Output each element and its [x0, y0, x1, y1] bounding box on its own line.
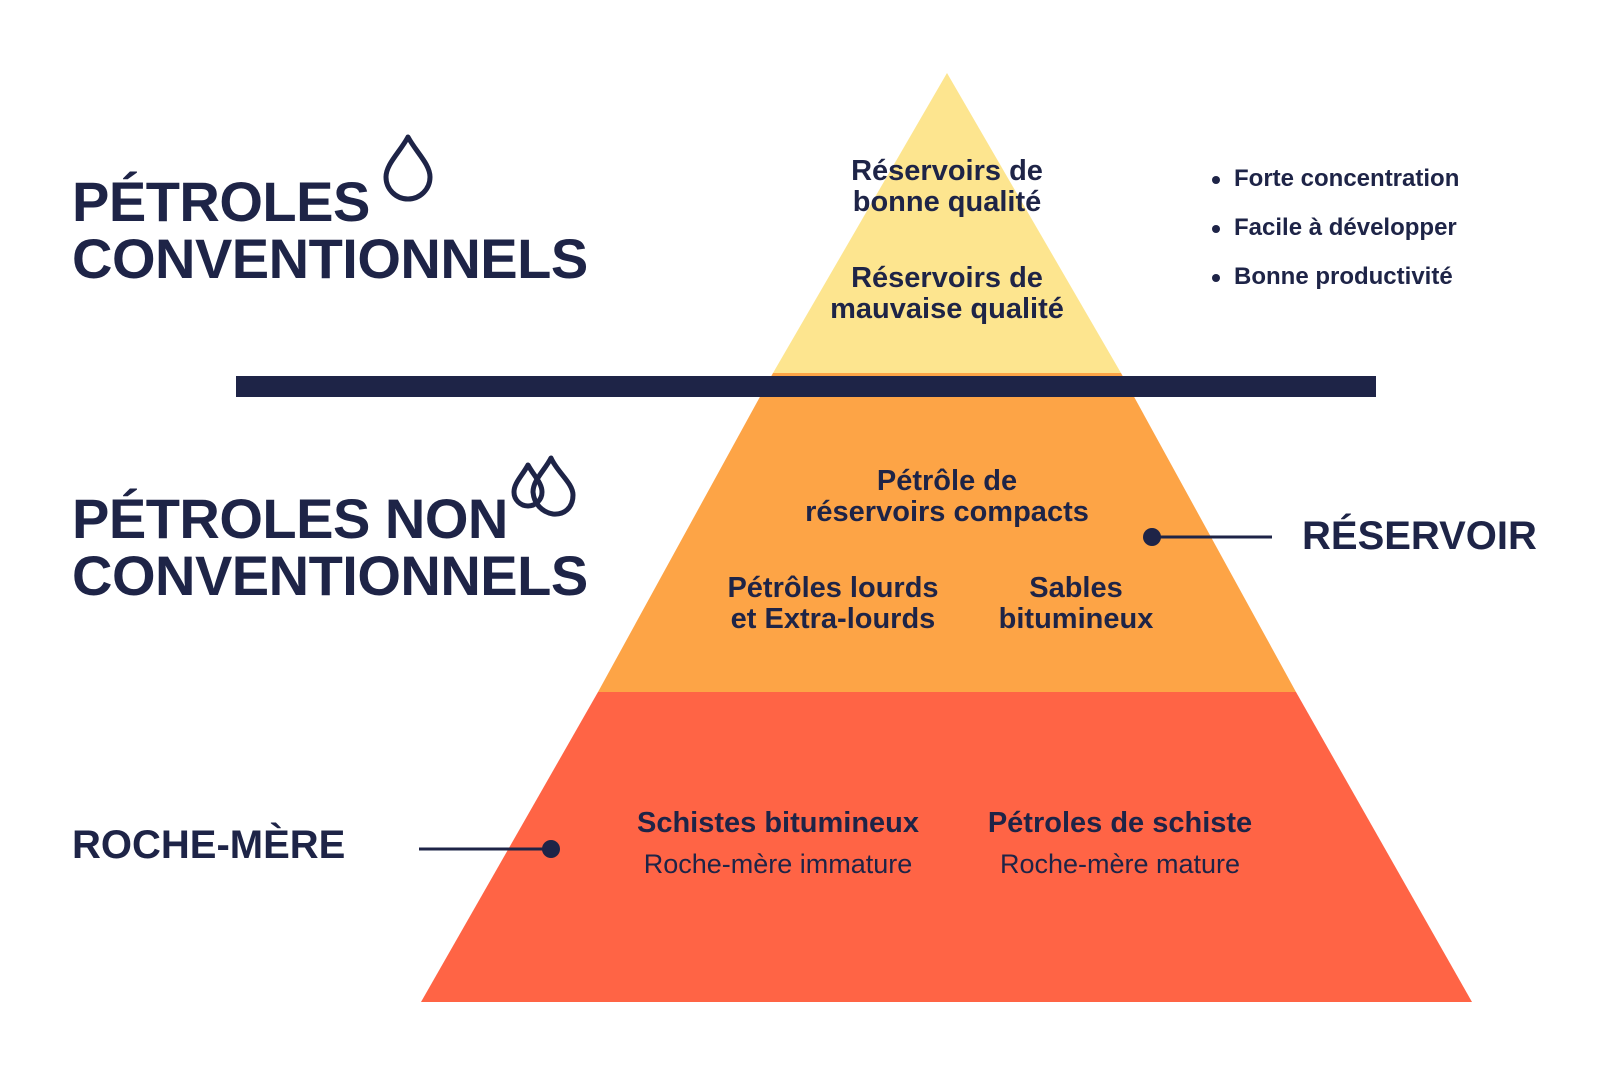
pyramid-tier-reservoir: [598, 373, 1296, 692]
oil-sands: Sables bitumineux: [998, 572, 1154, 635]
oil-drops-icon: [511, 455, 576, 517]
good-quality-reservoirs: Réservoirs de bonne qualité: [851, 155, 1043, 218]
poor-quality-reservoirs: Réservoirs de mauvaise qualité: [830, 262, 1064, 325]
tight-reservoir-oil: Pétrôle de réservoirs compacts: [805, 465, 1089, 528]
heavy-extra-heavy-oils: Pétrôles lourds et Extra-lourds: [727, 572, 939, 635]
oil-shales: Schistes bitumineux Roche-mère immature: [636, 807, 919, 880]
list-item: Facile à développer: [1212, 214, 1459, 263]
conventional-characteristics-list: Forte concentration Facile à développer …: [1212, 165, 1459, 312]
source-rock-label: ROCHE-MÈRE: [72, 823, 346, 867]
source-rock-connector: [419, 840, 560, 858]
shale-oils: Pétroles de schiste Roche-mère mature: [987, 807, 1253, 880]
conventional-divider-bar: [236, 376, 1376, 397]
pyramid-tier-conventional: [773, 73, 1121, 373]
conventional-oils-heading: PÉTROLES CONVENTIONNELS: [72, 170, 588, 290]
oil-drop-icon: [383, 134, 433, 202]
list-item: Bonne productivité: [1212, 263, 1459, 312]
reservoir-connector: [1143, 528, 1272, 546]
unconventional-oils-heading: PÉTROLES NON CONVENTIONNELS: [72, 487, 588, 607]
pyramid-tier-source-rock: [421, 692, 1472, 1002]
reservoir-label: RÉSERVOIR: [1302, 514, 1537, 558]
list-item: Forte concentration: [1212, 165, 1459, 214]
